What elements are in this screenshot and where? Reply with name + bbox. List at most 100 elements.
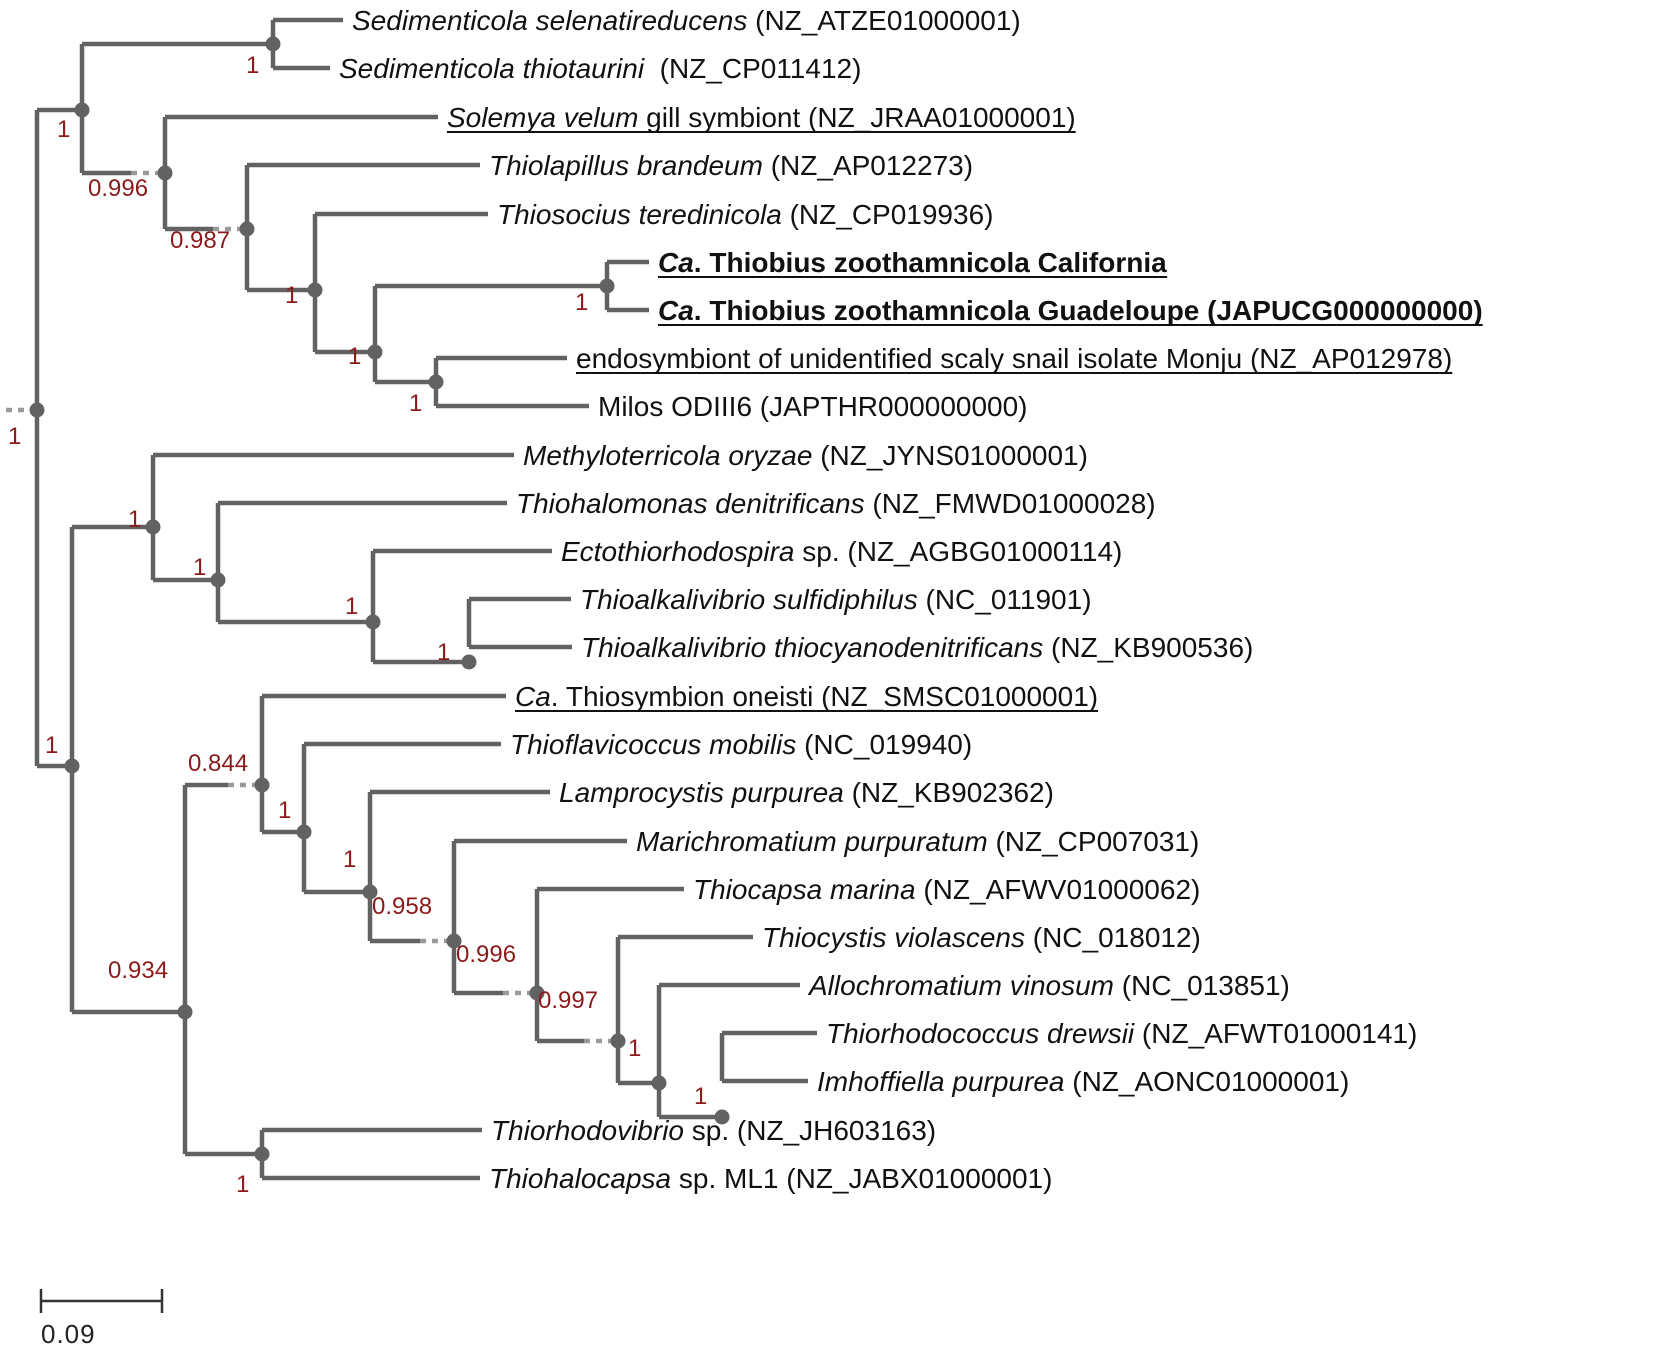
leaf-label-segment: Ca (515, 681, 551, 712)
leaf-label-segment: Thioalkalivibrio sulfidiphilus (580, 584, 918, 615)
leaf-label-segment: (NZ_ATZE01000001) (747, 5, 1020, 36)
node-n_sed (265, 36, 281, 52)
leaf-label-lampro: Lamprocystis purpurea (NZ_KB902362) (559, 777, 1054, 808)
leaf-label-segment: Methyloterricola oryzae (523, 440, 812, 471)
support-n_mon: 1 (409, 390, 422, 417)
support-n_sym: 0.844 (188, 750, 248, 777)
node-n_fla (296, 824, 312, 840)
node-n_all (651, 1075, 667, 1091)
leaf-label-allochr: Allochromatium vinosum (NC_013851) (807, 970, 1290, 1001)
leaf-label-thiohalom: Thiohalomonas denitrificans (NZ_FMWD0100… (516, 488, 1156, 519)
leaf-label-segment: Thiocystis violascens (762, 922, 1025, 953)
node-n_cys (610, 1033, 626, 1049)
leaf-label-thiolap: Thiolapillus brandeum (NZ_AP012273) (489, 150, 973, 181)
leaf-label-segment: (NZ_CP019936) (782, 199, 994, 230)
tree-nodes (29, 36, 730, 1162)
node-n_met (145, 519, 161, 535)
node-n_mon (428, 374, 444, 390)
leaf-label-segment: Allochromatium vinosum (807, 970, 1114, 1001)
node-n_tvb (254, 1146, 270, 1162)
support-n_sol: 0.996 (88, 175, 148, 202)
leaf-label-segment: . Thiobius zoothamnicola California (694, 247, 1167, 278)
node-n_lam (362, 884, 378, 900)
node-n_thb (599, 278, 615, 294)
leaf-label-segment: (NC_013851) (1114, 970, 1290, 1001)
leaf-label-segment: Ectothiorhodospira (561, 536, 794, 567)
leaf-label-ectothio: Ectothiorhodospira sp. (NZ_AGBG01000114) (561, 536, 1122, 567)
leaf-label-segment: (NZ_CP011412) (644, 53, 861, 84)
leaf-label-segment: (NC_018012) (1025, 922, 1201, 953)
leaf-label-sed_sel: Sedimenticola selenatireducens (NZ_ATZE0… (352, 5, 1021, 36)
leaf-label-segment: (NZ_JYNS01000001) (812, 440, 1087, 471)
leaf-label-segment: (NZ_AFWT01000141) (1134, 1018, 1417, 1049)
leaf-label-segment: (NZ_FMWD01000028) (865, 488, 1156, 519)
leaf-label-thiohalc: Thiohalocapsa sp. ML1 (NZ_JABX01000001) (489, 1163, 1052, 1194)
leaf-label-methylo: Methyloterricola oryzae (NZ_JYNS01000001… (523, 440, 1088, 471)
leaf-label-milos: Milos ODIII6 (JAPTHR000000000) (598, 391, 1028, 422)
leaf-label-imhoff: Imhoffiella purpurea (NZ_AONC01000001) (817, 1066, 1349, 1097)
leaf-label-segment: endosymbiont of unidentified scaly snail… (576, 343, 1452, 374)
support-n_cys: 0.997 (538, 987, 598, 1014)
leaf-label-segment: Thiorhodococcus drewsii (826, 1018, 1135, 1049)
leaf-labels: Sedimenticola selenatireducens (NZ_ATZE0… (339, 5, 1483, 1194)
leaf-label-thiocys: Thiocystis violascens (NC_018012) (762, 922, 1201, 953)
leaf-label-segment: (NZ_AONC01000001) (1064, 1066, 1349, 1097)
node-n_sym (254, 777, 270, 793)
leaf-label-segment: Milos ODIII6 (JAPTHR000000000) (598, 391, 1028, 422)
support-n_ths: 1 (285, 282, 298, 309)
support-n_lam: 1 (343, 846, 356, 873)
node-n_lower (64, 758, 80, 774)
leaf-label-segment: Thiolapillus brandeum (489, 150, 763, 181)
support-n_tak: 1 (437, 639, 450, 666)
node-n_cap (529, 985, 545, 1001)
node-n_sol (157, 165, 173, 181)
support-n_imh: 1 (694, 1083, 707, 1110)
leaf-label-segment: Thiorhodovibrio (491, 1115, 684, 1146)
node-n_tak (461, 654, 477, 670)
support-n_fla: 1 (278, 797, 291, 824)
leaf-label-segment: Sedimenticola selenatireducens (352, 5, 747, 36)
leaf-label-thiorhdc: Thiorhodococcus drewsii (NZ_AFWT01000141… (826, 1018, 1417, 1049)
leaf-label-segment: Marichromatium purpuratum (636, 826, 988, 857)
leaf-label-segment: Thioflavicoccus mobilis (510, 729, 796, 760)
leaf-label-talk_sulf: Thioalkalivibrio sulfidiphilus (NC_01190… (580, 584, 1092, 615)
leaf-label-segment: (NC_019940) (796, 729, 972, 760)
leaf-label-thiob_gua: Ca. Thiobius zoothamnicola Guadeloupe (J… (658, 295, 1483, 326)
node-n_thl (239, 221, 255, 237)
leaf-label-marichr: Marichromatium purpuratum (NZ_CP007031) (636, 826, 1199, 857)
leaf-label-segment: sp. (NZ_AGBG01000114) (794, 536, 1122, 567)
leaf-label-segment: Lamprocystis purpurea (559, 777, 844, 808)
leaf-label-segment: sp. (NZ_JH603163) (684, 1115, 936, 1146)
support-n_big: 0.934 (108, 957, 168, 984)
leaf-label-segment: Thiohalocapsa (489, 1163, 671, 1194)
support-n_thb: 1 (575, 289, 588, 316)
leaf-label-segment: (NZ_KB900536) (1043, 632, 1253, 663)
leaf-label-segment: Thiocapsa marina (693, 874, 916, 905)
leaf-label-segment: Sedimenticola thiotaurini (339, 53, 645, 84)
support-n_mar: 0.958 (372, 893, 432, 920)
leaf-label-thiosoc: Thiosocius teredinicola (NZ_CP019936) (497, 199, 993, 230)
leaf-label-thiocap: Thiocapsa marina (NZ_AFWV01000062) (693, 874, 1200, 905)
leaf-label-segment: Thiosocius teredinicola (497, 199, 782, 230)
leaf-label-thiofla: Thioflavicoccus mobilis (NC_019940) (510, 729, 972, 760)
node-n_thb_outer (367, 344, 383, 360)
scale-bar-label: 0.09 (41, 1319, 96, 1349)
node-n_ect (365, 614, 381, 630)
leaf-label-segment: . Thiobius zoothamnicola Guadeloupe (JAP… (694, 295, 1483, 326)
leaf-label-segment: Ca (658, 247, 694, 278)
leaf-label-thiob_cal: Ca. Thiobius zoothamnicola California (658, 247, 1167, 278)
leaf-label-segment: (NZ_AFWV01000062) (916, 874, 1201, 905)
leaf-label-segment: gill symbiont (NZ_JRAA01000001) (638, 102, 1075, 133)
leaf-label-talk_thio: Thioalkalivibrio thiocyanodenitrificans … (581, 632, 1253, 663)
node-n_big (177, 1004, 193, 1020)
node-n_tho (210, 572, 226, 588)
node-n_ths (307, 282, 323, 298)
leaf-label-segment: (NZ_KB902362) (844, 777, 1054, 808)
leaf-label-segment: sp. ML1 (NZ_JABX01000001) (671, 1163, 1052, 1194)
support-n_tho: 1 (193, 554, 206, 581)
leaf-label-segment: Solemya velum (447, 102, 638, 133)
node-n_top (74, 102, 90, 118)
leaf-label-segment: Thioalkalivibrio thiocyanodenitrificans (581, 632, 1043, 663)
scale-bar: 0.09 (39, 1289, 164, 1349)
